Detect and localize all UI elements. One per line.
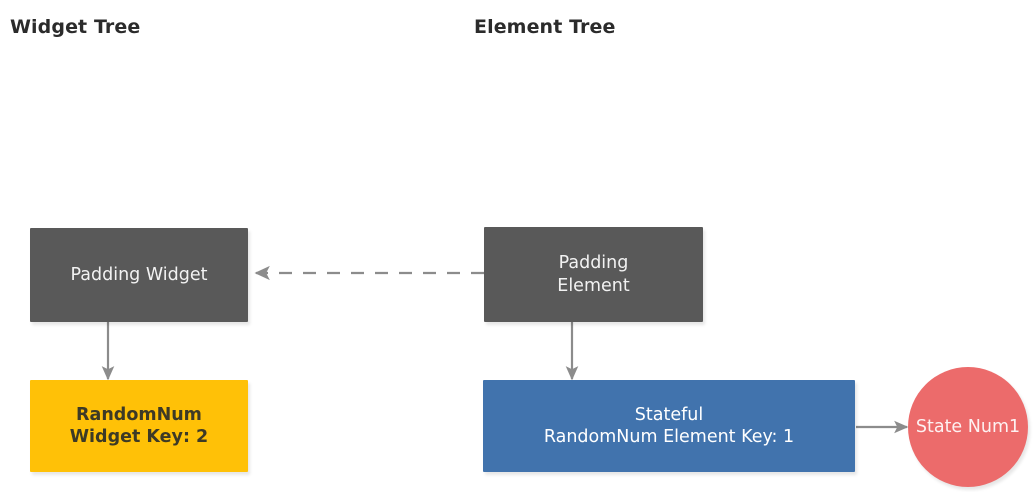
node-state-num[interactable]: State Num1	[908, 367, 1028, 487]
node-state-num-label: State Num1	[915, 416, 1021, 437]
node-stateful-randomnum-element-label: Stateful RandomNum Element Key: 1	[543, 404, 795, 447]
node-randomnum-widget[interactable]: RandomNum Widget Key: 2	[30, 380, 248, 472]
node-padding-widget-label: Padding Widget	[70, 264, 208, 285]
node-stateful-randomnum-element[interactable]: Stateful RandomNum Element Key: 1	[483, 380, 855, 472]
node-padding-element-label: Padding Element	[557, 253, 630, 296]
node-padding-element[interactable]: Padding Element	[484, 227, 703, 322]
element-tree-column-title: Element Tree	[474, 16, 616, 38]
node-padding-widget[interactable]: Padding Widget	[30, 228, 248, 322]
widget-tree-column-title: Widget Tree	[10, 16, 141, 38]
node-randomnum-widget-label: RandomNum Widget Key: 2	[69, 404, 209, 447]
